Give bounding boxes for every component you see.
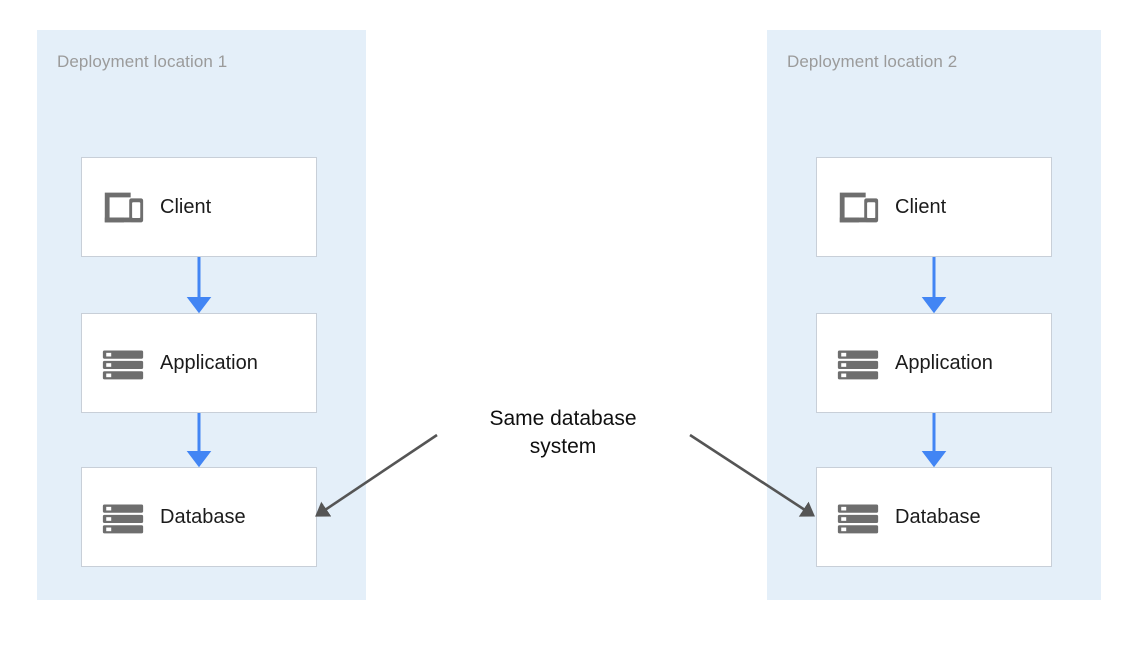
node-application-2[interactable]: Application [816,313,1052,413]
server-icon [837,504,879,534]
server-icon [102,504,144,534]
node-client-2-label: Client [895,195,947,218]
zone-1-label: Deployment location 1 [57,52,228,71]
node-database-2-label: Database [895,505,981,528]
node-database-1[interactable]: Database [81,467,317,567]
node-application-1-label: Application [160,351,258,374]
node-application-1[interactable]: Application [81,313,317,413]
node-client-1-label: Client [160,195,212,218]
node-client-2[interactable]: Client [816,157,1052,257]
node-database-1-label: Database [160,505,246,528]
server-icon [837,350,879,380]
node-client-1[interactable]: Client [81,157,317,257]
devices-icon [839,192,879,223]
same-database-system-annotation: Same database system [489,407,637,458]
zone-2-label: Deployment location 2 [787,52,958,71]
node-database-2[interactable]: Database [816,467,1052,567]
node-application-2-label: Application [895,351,993,374]
server-icon [102,350,144,380]
devices-icon [104,192,144,223]
